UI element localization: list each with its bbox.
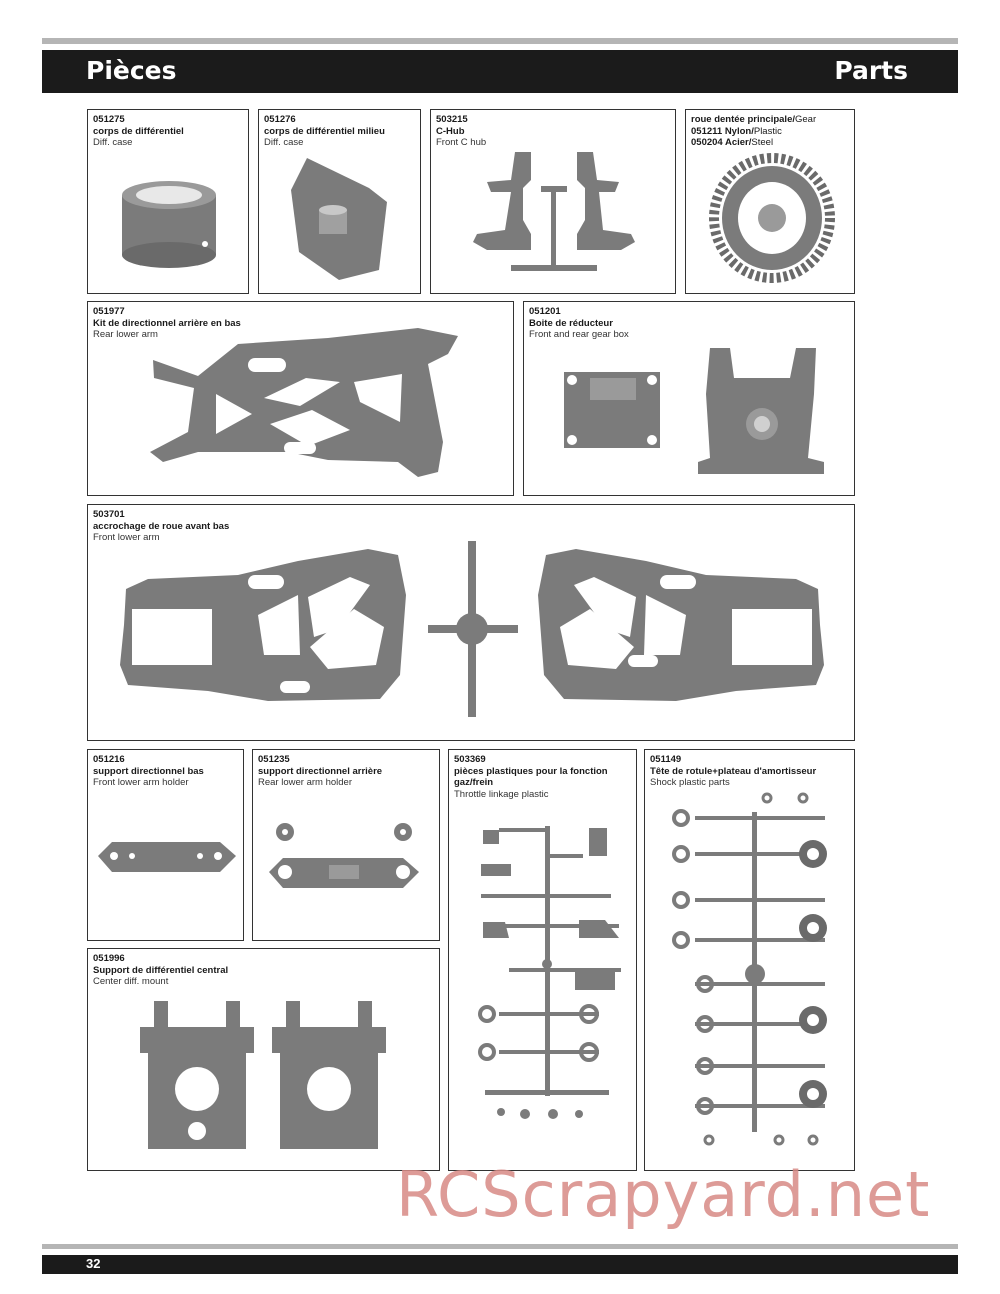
part-cell-c-hub: 503215 C-Hub Front C hub (430, 109, 676, 294)
header-title-fr: Pièces (86, 56, 177, 85)
part-name-en: Front and rear gear box (529, 329, 629, 340)
front-lower-arm-drawing (120, 541, 824, 717)
part-number: 503369 (454, 754, 486, 765)
c-hub-drawing (473, 152, 635, 271)
part-cell-throttle-linkage: 503369 pièces plastiques pour la fonctio… (448, 749, 637, 1171)
part-number-steel: 050204 Acier/ (691, 137, 752, 148)
part-name-fr: Support de différentiel central (93, 964, 229, 976)
bottom-rule (42, 1244, 958, 1249)
part-number: 051977 (93, 306, 125, 317)
top-rule (42, 38, 958, 44)
part-name-en: Front lower arm (93, 532, 160, 543)
part-name-fr: corps de différentiel (93, 125, 184, 137)
part-cell-rear-arm-holder: 051235 support directionnel arrière Rear… (252, 749, 440, 941)
part-name-fr: Kit de directionnel arrière en bas (93, 317, 241, 329)
part-name-fr: Boite de réducteur (529, 317, 613, 329)
part-number: 503701 (93, 509, 125, 520)
front-arm-holder-drawing (98, 842, 236, 872)
spur-gear-drawing (709, 153, 835, 283)
center-diff-case-drawing (291, 158, 387, 280)
part-name-en: Rear lower arm (93, 329, 158, 340)
part-number: 051235 (258, 754, 290, 765)
header-bar: Pièces Parts (42, 50, 958, 93)
part-name-en: Gear (795, 114, 817, 125)
part-name-fr: pièces plastiques pour la fonction gaz/f… (454, 765, 608, 789)
part-name-en: Shock plastic parts (650, 777, 730, 788)
part-name-en: Rear lower arm holder (258, 777, 352, 788)
throttle-linkage-drawing (478, 826, 621, 1119)
part-cell-spur-gear: roue dentée principale/Gear 051211 Nylon… (685, 109, 855, 294)
part-name-en: Throttle linkage plastic (454, 788, 549, 800)
part-name-en: Front C hub (436, 137, 487, 148)
part-cell-front-lower-arm: 503701 accrochage de roue avant bas Fron… (87, 504, 855, 741)
part-name-fr: accrochage de roue avant bas (93, 520, 230, 532)
part-number: 051149 (650, 754, 682, 765)
part-number: 051216 (93, 754, 125, 765)
rear-lower-arm-drawing (150, 328, 458, 477)
part-name-fr: Tête de rotule+plateau d'amortisseur (650, 765, 817, 777)
shock-plastic-drawing (672, 792, 827, 1146)
gear-box-drawing (564, 348, 824, 474)
part-name-fr: C-Hub (436, 125, 465, 137)
part-number: 051201 (529, 306, 561, 317)
part-number: 051996 (93, 953, 125, 964)
part-name-fr: support directionnel arrière (258, 765, 383, 777)
part-name-en: Center diff. mount (93, 976, 169, 987)
part-number: 503215 (436, 114, 468, 125)
center-diff-mount-drawing (140, 1001, 386, 1149)
part-name-fr: corps de différentiel milieu (264, 125, 385, 137)
page-number: 32 (86, 1256, 101, 1271)
part-number: 051276 (264, 114, 296, 125)
part-cell-shock-plastic: 051149 Tête de rotule+plateau d'amortiss… (644, 749, 855, 1171)
part-cell-front-arm-holder: 051216 support directionnel bas Front lo… (87, 749, 244, 941)
part-cell-diff-case: 051275 corps de différentiel Diff. case (87, 109, 249, 294)
part-number-nylon: 051211 Nylon/ (691, 125, 754, 137)
part-cell-gear-box: 051201 Boite de réducteur Front and rear… (523, 301, 855, 496)
part-name-en: Diff. case (264, 137, 304, 148)
footer-bar: 32 (42, 1255, 958, 1274)
part-cell-center-diff-case: 051276 corps de différentiel milieu Diff… (258, 109, 421, 294)
part-number: 051275 (93, 114, 125, 125)
part-cell-rear-lower-arm: 051977 Kit de directionnel arrière en ba… (87, 301, 514, 496)
part-name-fr: roue dentée principale/ (691, 114, 795, 125)
part-cell-center-diff-mount: 051996 Support de différentiel central C… (87, 948, 440, 1171)
rear-arm-holder-drawing (269, 823, 419, 888)
watermark: RCScrapyard.net (396, 1158, 931, 1231)
part-name-en: Diff. case (93, 137, 133, 148)
part-name-en: Front lower arm holder (93, 777, 189, 788)
header-title-en: Parts (834, 56, 908, 85)
diff-case-drawing (122, 181, 216, 268)
part-name-fr: support directionnel bas (93, 765, 204, 777)
